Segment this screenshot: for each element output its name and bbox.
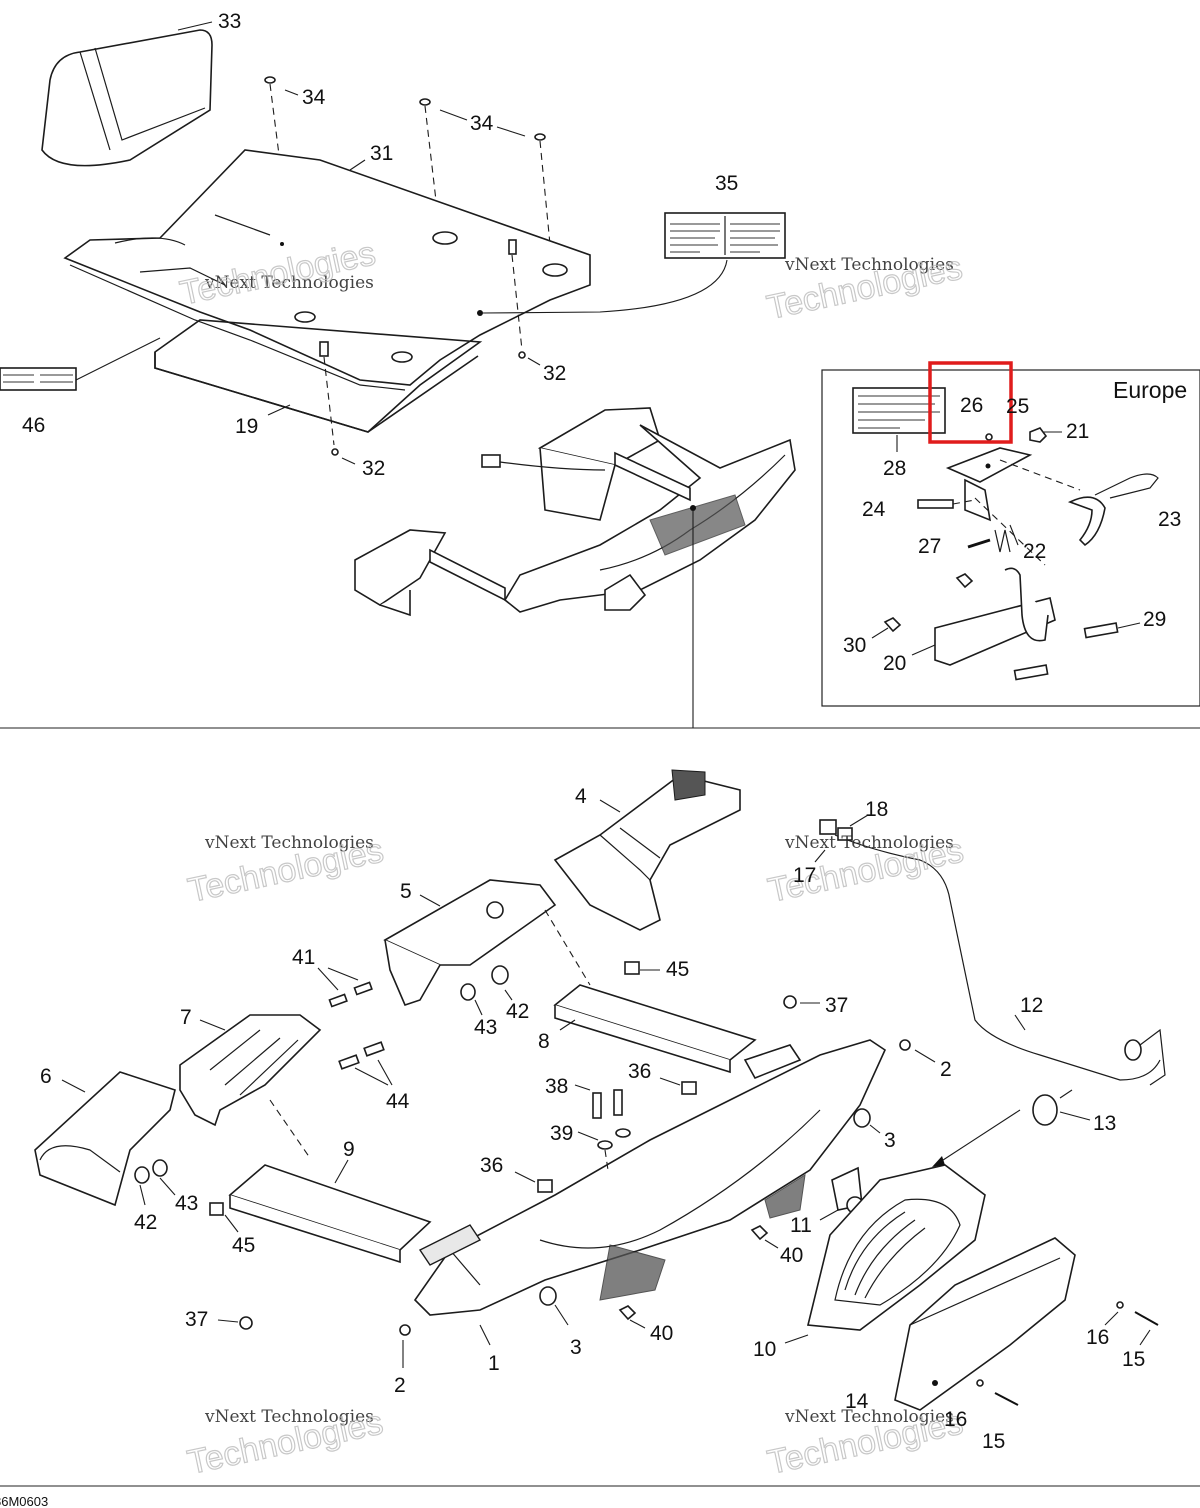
callout-36: 36 xyxy=(480,1154,503,1177)
callout-45: 45 xyxy=(666,958,689,981)
callout-22: 22 xyxy=(1023,540,1046,563)
callout-11: 11 xyxy=(790,1214,812,1237)
watermark-text: vNext Technologies xyxy=(784,1407,954,1427)
callout-14: 14 xyxy=(845,1390,869,1413)
watermark-text: vNext Technologies xyxy=(784,255,954,275)
part-37-screws xyxy=(217,995,820,1330)
highlight-box-part-26 xyxy=(928,361,1013,444)
callout-16: 16 xyxy=(944,1408,967,1431)
callout-46: 46 xyxy=(22,414,45,437)
callout-1: 1 xyxy=(488,1352,500,1375)
callout-2: 2 xyxy=(940,1058,952,1081)
callout-40: 40 xyxy=(650,1322,673,1345)
europe-inset xyxy=(821,369,1200,707)
part-14-lens xyxy=(894,1237,1076,1411)
rack-assembly-top xyxy=(354,407,796,728)
callout-12: 12 xyxy=(1020,994,1043,1017)
part-46-label xyxy=(0,337,161,391)
callout-26: 26 xyxy=(960,394,983,417)
parts-15-16-screws xyxy=(976,1301,1159,1406)
part-10-headlight-housing xyxy=(784,1164,986,1344)
watermark-text: vNext Technologies xyxy=(204,833,374,853)
callout-38: 38 xyxy=(545,1075,568,1098)
part-1-main-body xyxy=(413,1039,887,1346)
part-7-bracket xyxy=(179,1014,322,1127)
watermark-text: vNext Technologies xyxy=(784,833,954,853)
watermark-text: vNext Technologies xyxy=(204,1407,374,1427)
callout-13: 13 xyxy=(1093,1112,1116,1135)
callout-7: 7 xyxy=(180,1006,192,1029)
part-33-cover xyxy=(41,21,213,167)
part-8-rail xyxy=(544,909,757,1074)
callout-24: 24 xyxy=(862,498,886,521)
part-31-base-plate xyxy=(63,149,591,391)
callout-42: 42 xyxy=(506,1000,529,1023)
callout-42: 42 xyxy=(134,1211,157,1234)
callout-39: 39 xyxy=(550,1122,573,1145)
callout-41: 41 xyxy=(292,946,315,969)
callout-43: 43 xyxy=(175,1192,198,1215)
callout-19: 19 xyxy=(235,415,258,438)
part-45-clips xyxy=(209,961,660,1233)
inset-region-label: Europe xyxy=(1113,377,1187,403)
callout-27: 27 xyxy=(918,535,941,558)
part-9-rail xyxy=(228,1099,432,1264)
callout-30: 30 xyxy=(843,634,866,657)
callout-20: 20 xyxy=(883,652,906,675)
watermark-text: vNext Technologies xyxy=(204,273,374,293)
part-11-clip xyxy=(819,1166,864,1221)
part-4-cover xyxy=(553,769,741,931)
parts-41-44-screws xyxy=(317,967,393,1086)
callout-36: 36 xyxy=(628,1060,651,1083)
part-12-wiring-harness xyxy=(814,814,1166,1167)
callout-37: 37 xyxy=(825,994,848,1017)
callout-5: 5 xyxy=(400,880,412,903)
part-32-pins xyxy=(319,239,541,465)
callout-10: 10 xyxy=(753,1338,776,1361)
callout-16: 16 xyxy=(1086,1326,1109,1349)
callout-25: 25 xyxy=(1006,395,1029,418)
callout-32: 32 xyxy=(543,362,566,385)
part-5-bracket xyxy=(383,879,557,1006)
callout-35: 35 xyxy=(715,172,738,195)
callout-3: 3 xyxy=(570,1336,582,1359)
callout-33: 33 xyxy=(218,10,241,33)
callout-17: 17 xyxy=(793,864,816,887)
callout-23: 23 xyxy=(1158,508,1181,531)
parts-2-3-40-fasteners xyxy=(399,1039,936,1368)
drawing-code: 86M0603 xyxy=(0,1494,48,1508)
callout-37: 37 xyxy=(185,1308,208,1331)
callout-18: 18 xyxy=(865,798,888,821)
part-35-warning-label xyxy=(481,212,786,314)
callout-43: 43 xyxy=(474,1016,497,1039)
callout-3: 3 xyxy=(884,1129,896,1152)
callout-8: 8 xyxy=(538,1030,550,1053)
callout-15: 15 xyxy=(1122,1348,1145,1371)
callout-34: 34 xyxy=(470,112,494,135)
callout-29: 29 xyxy=(1143,608,1166,631)
callout-15: 15 xyxy=(982,1430,1005,1453)
callout-4: 4 xyxy=(575,785,587,808)
callout-34: 34 xyxy=(302,86,326,109)
callout-40: 40 xyxy=(780,1244,803,1267)
callout-31: 31 xyxy=(370,142,393,165)
callout-45: 45 xyxy=(232,1234,255,1257)
callout-21: 21 xyxy=(1066,420,1089,443)
parts-38-39-fasteners xyxy=(574,1084,631,1171)
callout-labels: 33 34 34 31 35 32 32 46 19 Europe 26 25 … xyxy=(22,10,1187,1453)
part-6-cover xyxy=(34,1071,176,1207)
callout-6: 6 xyxy=(40,1065,52,1088)
parts-42-43-bushings xyxy=(134,965,513,1206)
callout-32: 32 xyxy=(362,457,385,480)
part-36-clips xyxy=(514,1077,697,1193)
callout-28: 28 xyxy=(883,457,906,480)
callout-44: 44 xyxy=(386,1090,410,1113)
callout-2: 2 xyxy=(394,1374,406,1397)
callout-9: 9 xyxy=(343,1138,355,1161)
part-19-pad xyxy=(154,319,483,433)
